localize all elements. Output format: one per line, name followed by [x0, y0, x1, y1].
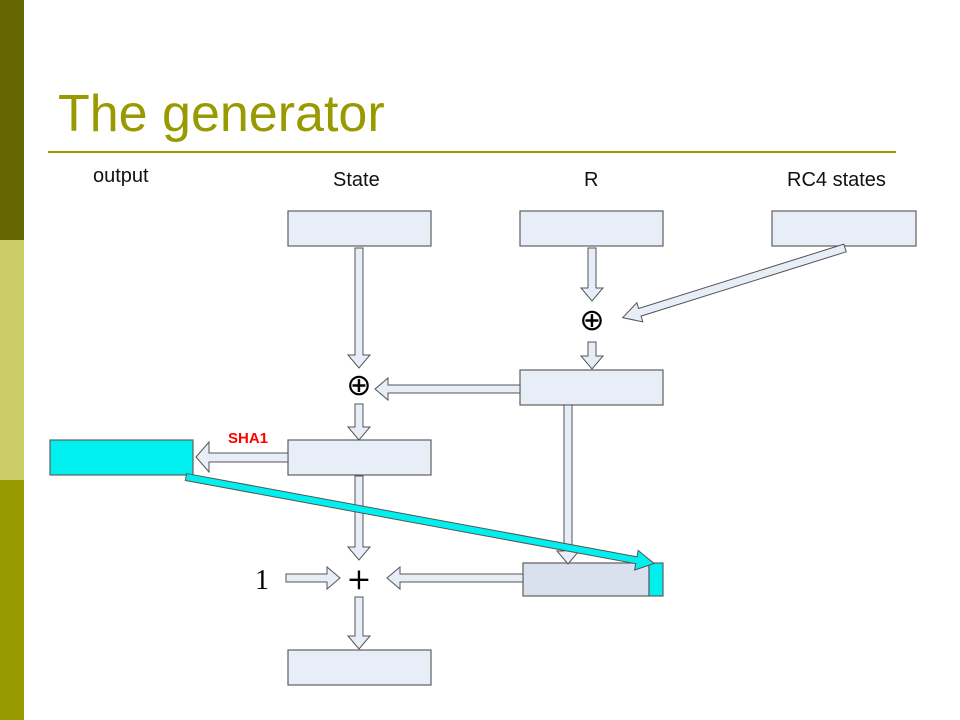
arrow-state-box-to-plus	[346, 475, 372, 561]
sha1-label: SHA1	[228, 430, 268, 447]
xor-symbol-state: ⊕	[346, 368, 371, 403]
label-rc4-states: RC4 states	[787, 169, 886, 191]
arrow-output-to-box	[184, 472, 656, 571]
new-state-box	[287, 649, 432, 686]
bottom-right-box	[522, 562, 650, 597]
plus-symbol: +	[346, 562, 371, 597]
arrow-r-box-to-xor	[374, 376, 521, 402]
sidebar-segment-top	[0, 0, 24, 240]
xor-symbol-r: ⊕	[579, 303, 604, 338]
arrow-r-box-down	[555, 404, 581, 565]
label-r: R	[584, 169, 599, 191]
slide-title: The generator	[58, 85, 385, 143]
arrow-xor-to-r-box	[579, 341, 605, 370]
sidebar-segment-middle	[0, 240, 24, 480]
title-divider	[48, 151, 896, 153]
bottom-right-box-cyan-segment	[648, 562, 664, 597]
label-state: State	[333, 169, 380, 191]
arrow-one-to-plus	[285, 565, 341, 591]
r-xor-result-box	[519, 369, 664, 406]
constant-one-label: 1	[255, 565, 269, 596]
sidebar-decoration	[0, 0, 24, 720]
rc4-states-box	[771, 210, 917, 247]
arrow-state-to-xor	[346, 247, 372, 369]
arrow-r-to-xor	[579, 247, 605, 302]
arrow-rc4-to-xor	[621, 243, 847, 323]
label-output: output	[93, 165, 149, 187]
output-box	[49, 439, 194, 476]
arrow-xor-to-state-box	[346, 403, 372, 441]
state-box	[287, 210, 432, 247]
sidebar-segment-bottom	[0, 480, 24, 720]
r-box	[519, 210, 664, 247]
state-xor-result-box	[287, 439, 432, 476]
arrow-plus-to-new-state	[346, 596, 372, 650]
arrow-sha1	[195, 440, 289, 474]
arrow-box-to-plus	[386, 565, 524, 591]
